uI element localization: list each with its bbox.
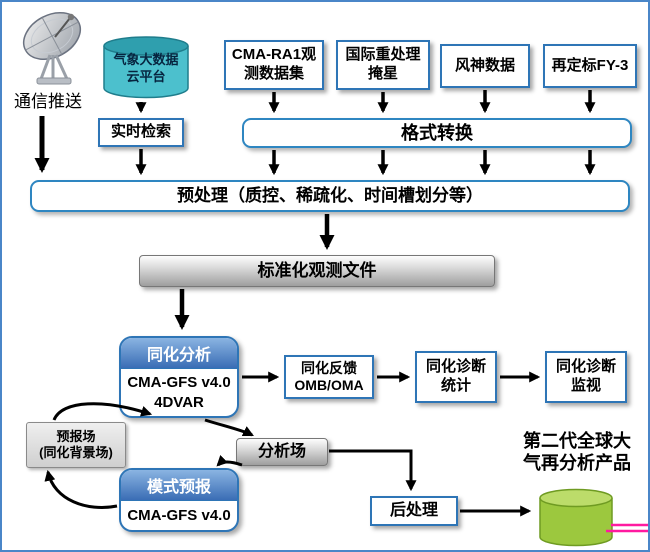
assimilation-analysis-box: 同化分析 CMA-GFS v4.0 4DVAR: [119, 336, 239, 418]
model-forecast-body: CMA-GFS v4.0: [127, 506, 231, 524]
diagnosis-monitoring-box: 同化诊断 监视: [545, 351, 627, 403]
format-conversion-box: 格式转换: [242, 118, 632, 148]
product-label: 第二代全球大 气再分析产品: [523, 430, 631, 474]
product-cylinder-icon: [538, 488, 614, 550]
model-forecast-title: 模式预报: [121, 470, 237, 501]
diagnosis-statistics-box: 同化诊断 统计: [415, 351, 497, 403]
comm-push-label: 通信推送: [14, 92, 82, 112]
source-box-fengshen: 风神数据: [440, 44, 530, 88]
assimilation-analysis-title: 同化分析: [121, 338, 237, 369]
source-box-cma-ra1: CMA-RA1观 测数据集: [224, 40, 324, 90]
cloud-database-cylinder-icon: [102, 35, 190, 106]
preprocessing-box: 预处理（质控、稀疏化、时间槽划分等）: [30, 180, 630, 212]
source-box-fy3: 再定标FY-3: [543, 44, 637, 88]
standardized-obs-file-box: 标准化观测文件: [139, 255, 495, 287]
postprocessing-box: 后处理: [370, 496, 458, 526]
assimilation-feedback-box: 同化反馈 OMB/OMA: [284, 355, 374, 399]
satellite-dish-icon: [12, 6, 98, 93]
assimilation-analysis-body: CMA-GFS v4.0 4DVAR: [127, 374, 231, 411]
cloud-database-label: 气象大数据 云平台: [113, 52, 179, 84]
analysis-field-box: 分析场: [236, 438, 328, 466]
model-forecast-box: 模式预报 CMA-GFS v4.0: [119, 468, 239, 532]
forecast-field-box: 预报场 (同化背景场): [26, 422, 126, 468]
source-box-occultation: 国际重处理 掩星: [336, 40, 430, 90]
realtime-search-box: 实时检索: [98, 118, 184, 147]
